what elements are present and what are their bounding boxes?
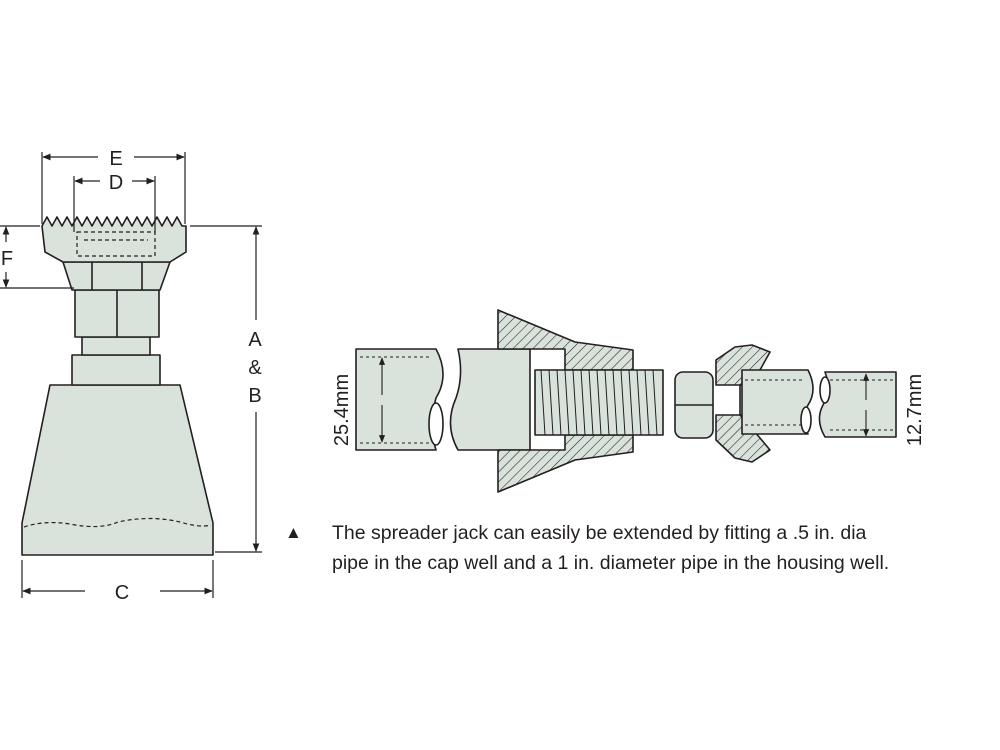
- label-b: B: [248, 385, 261, 407]
- thread-lines: [540, 369, 658, 436]
- label-pipe-small: 12.7mm: [904, 374, 926, 446]
- cap-well-hidden: [76, 231, 156, 257]
- label-e: E: [109, 148, 122, 170]
- label-pipe-large: 25.4mm: [331, 374, 353, 446]
- jack-dimension-labels: E D F A & B C: [1, 148, 262, 604]
- jack-base-housing: [21, 384, 214, 556]
- small-pipe-break-left: [800, 406, 812, 434]
- large-pipe-break-left: [428, 402, 444, 446]
- jack-dimensions: [0, 152, 262, 598]
- label-amp: &: [248, 357, 262, 379]
- small-pipe-break-right: [819, 376, 831, 404]
- label-f: F: [1, 248, 13, 270]
- housing-collar: [71, 354, 161, 386]
- pipe-bore-lines: [360, 356, 893, 444]
- spindle: [81, 336, 151, 356]
- note-line-2: pipe in the cap well and a 1 in. diamete…: [332, 552, 890, 574]
- pipe-dimensions: [378, 357, 870, 443]
- jack-elevation: [21, 216, 214, 556]
- triangle-bullet-icon: ▲: [285, 523, 302, 542]
- note-line-1: The spreader jack can easily be extended…: [332, 522, 867, 544]
- label-d: D: [109, 172, 123, 194]
- small-pipe-right: [818, 371, 897, 438]
- extension-assembly: [355, 309, 897, 493]
- label-c: C: [115, 582, 129, 604]
- cap-section-top: [715, 344, 771, 386]
- base-casting-line: [23, 517, 212, 528]
- large-pipe-right: [449, 348, 531, 451]
- pipe-dimension-labels: 25.4mm 12.7mm: [331, 374, 926, 446]
- cap-neck: [62, 261, 171, 291]
- label-a: A: [248, 329, 262, 351]
